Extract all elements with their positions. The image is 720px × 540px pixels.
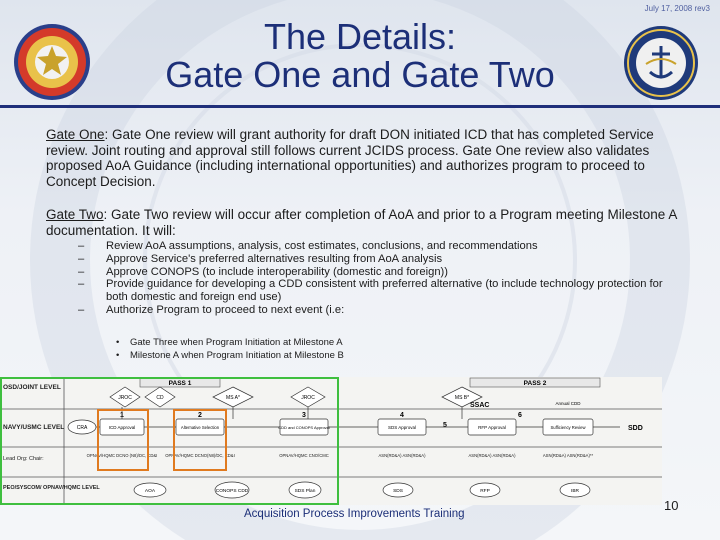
navy-node-cdd: CDD and CONOPS Approval [278,425,330,430]
process-flow-diagram: OSD/JOINT LEVEL NAVY/USMC LEVEL Lead Org… [0,377,662,505]
sds-node [382,482,414,498]
usmc-seal-icon [14,24,90,100]
gate-one-paragraph: Gate One: Gate One review will grant aut… [46,127,696,189]
peo-node-conops: CONOPS CDD [216,488,249,494]
gate-2-highlight-box [173,409,227,471]
row-label-navy: NAVY/USMC LEVEL [3,424,64,431]
annual-cdd-label: Annual CDD [555,401,581,406]
green-highlight-box [0,377,339,505]
pass-2-label: PASS 2 [524,380,547,387]
title-divider [0,105,720,108]
gate-one-text: : Gate One review will grant authority f… [46,127,654,189]
sublist-item: •Milestone A when Program Initiation at … [116,350,344,361]
lead-org-3: OPNAV/HQMC CNO/CMC [279,453,328,458]
lead-org-2: OPNAV/HQMC DCNO(N8)/DC, CD&I [165,453,234,458]
gate-number-3: 3 [302,412,306,419]
gate-two-label: Gate Two [46,207,104,222]
slide-title: The Details: Gate One and Gate Two [130,18,590,94]
ibr-node [559,482,591,498]
row-label-peo: PEO/SYSCOM/ OPNAV/HQMC LEVEL [3,485,100,491]
gate-1-highlight-box [97,409,149,471]
pass-2-banner [469,377,601,388]
jroc-diamond [109,386,141,408]
gate-two-text: : Gate Two review will occur after compl… [46,207,677,238]
list-item: –Review AoA assumptions, analysis, cost … [78,240,538,252]
navy-node-alt: Alternative Selection [181,425,220,430]
osd-node-ms-b: MS B* [455,395,469,401]
list-item: –Approve CONOPS (to include interoperabi… [78,265,448,278]
lead-org-4: ASN(RD&A) ASN(RD&A) [379,453,427,458]
row-label-lead: Lead Org: Chair: [3,456,44,462]
gate-number-2: 2 [198,412,202,419]
osd-node-ms-a: MS A* [226,395,240,401]
sublist-item: •Gate Three when Program Initiation at M… [116,337,343,348]
gate-two-sublist: •Gate Three when Program Initiation at M… [116,336,344,362]
navy-node-sds: SDS Approval [388,425,416,430]
peo-node-ibr: IBR [571,488,580,494]
ssac-label: SSAC [470,402,489,409]
aoa-node [133,482,167,498]
navy-node-rfp: RFP Approval [478,425,506,430]
rfp-node [469,482,501,498]
gate-one-label: Gate One [46,127,105,142]
gate-two-paragraph: Gate Two: Gate Two review will occur aft… [46,207,696,238]
list-item: –Provide guidance for developing a CDD c… [78,278,663,304]
lead-org-6: ASN(RD&A) ASN(RD&A)** [543,453,594,458]
osd-node-jroc: JROC [118,395,132,401]
navy-node-icd: ICD Approval [109,425,136,430]
pass-1-label: PASS 1 [169,380,192,387]
navy-seal-icon [624,26,698,100]
lead-org-1: OPNAV/HQMC DCNO (N8)/DC, CD&I [87,453,158,458]
peo-node-sds-plan: SDS Plan [295,488,316,494]
list-item: –Authorize Program to proceed to next ev… [78,303,345,316]
gate-two-list: –Review AoA assumptions, analysis, cost … [78,240,678,317]
peo-node-rfp: RFP [480,488,490,494]
peo-node-sds: SDS [393,488,403,494]
osd-node-jroc-2: JROC [301,395,315,401]
osd-node-cd: CD [156,395,164,401]
slide-date: July 17, 2008 rev3 [644,4,710,13]
page-number: 10 [664,498,679,513]
row-label-osd: OSD/JOINT LEVEL [3,384,61,391]
gate-number-5: 5 [443,422,447,429]
slide-footer: Acquisition Process Improvements Trainin… [244,508,465,520]
title-line-1: The Details: [263,16,457,57]
navy-node-sufficiency: Sufficiency Review [550,425,586,430]
lead-org-5: ASN(RD&A) ASN(RD&A) [469,453,517,458]
peo-node-aoa: AOA [145,488,156,494]
title-line-2: Gate One and Gate Two [165,54,555,95]
list-item: –Approve Service's preferred alternative… [78,252,443,265]
cd-diamond [144,386,176,408]
gate-number-6: 6 [518,412,522,419]
sdd-label: SDD [628,425,643,432]
sds-plan-node [288,481,322,499]
gate-number-4: 4 [400,412,404,419]
navy-node-cra: CRA [77,425,88,431]
conops-cdd-node [214,481,250,499]
